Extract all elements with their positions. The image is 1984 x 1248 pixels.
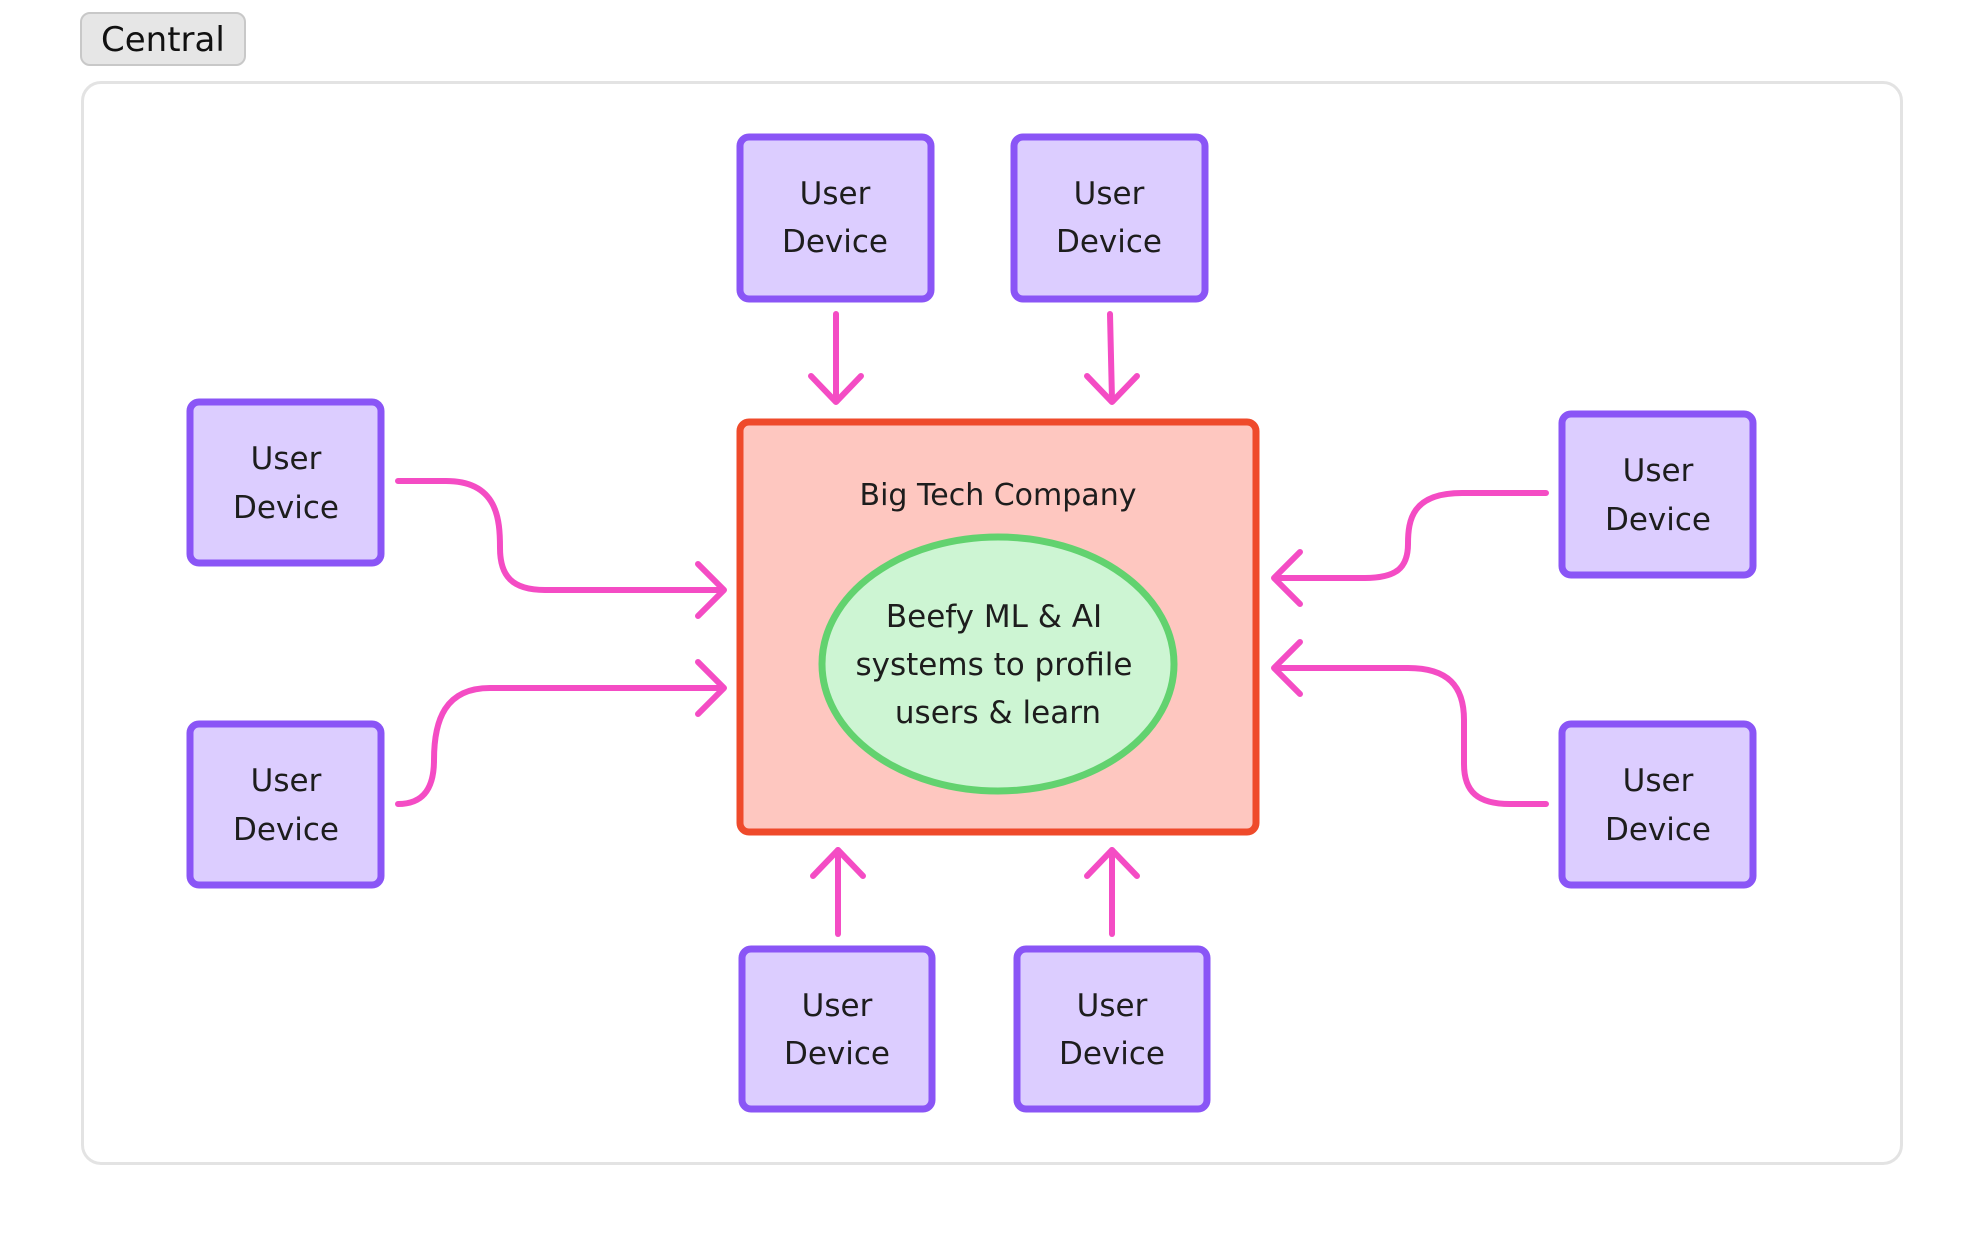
ml-core-ellipse <box>818 533 1178 795</box>
device-label-line-1: User <box>1077 988 1148 1024</box>
arrow-top-left <box>808 311 864 405</box>
device-label-line-1: User <box>1623 763 1694 799</box>
device-label-line-1: User <box>800 176 871 212</box>
device-box <box>186 398 385 567</box>
arrow-left-upper <box>395 478 727 619</box>
device-label-line-1: User <box>802 988 873 1024</box>
device-node-right-lower[interactable]: User Device <box>1558 720 1757 889</box>
arrow-right-lower <box>1271 639 1549 807</box>
device-label-line-1: User <box>1074 176 1145 212</box>
device-box <box>1010 133 1209 303</box>
company-label: Big Tech Company <box>860 478 1137 513</box>
arrow-left-lower <box>395 659 727 807</box>
device-box <box>736 133 935 303</box>
device-label-line-1: User <box>1623 453 1694 489</box>
ml-core-line-1: Beefy ML & AI <box>886 599 1102 635</box>
arrow-right-upper <box>1271 490 1549 607</box>
device-label-line-1: User <box>251 763 322 799</box>
device-label-line-2: Device <box>233 812 339 848</box>
arrow-top-right <box>1084 311 1140 405</box>
device-node-bottom-left[interactable]: User Device <box>738 945 936 1113</box>
device-label-line-2: Device <box>784 1036 890 1072</box>
device-box <box>186 720 385 889</box>
device-node-left-lower[interactable]: User Device <box>186 720 385 889</box>
device-label-line-2: Device <box>782 224 888 260</box>
ml-core-line-2: systems to profile <box>856 647 1133 683</box>
device-label-line-2: Device <box>233 490 339 526</box>
frame-label[interactable]: Central <box>80 12 246 66</box>
device-box <box>1558 720 1757 889</box>
device-label-line-2: Device <box>1605 812 1711 848</box>
arrow-bottom-left <box>810 847 866 937</box>
device-label-line-2: Device <box>1056 224 1162 260</box>
device-node-left-upper[interactable]: User Device <box>186 398 385 567</box>
device-box <box>738 945 936 1113</box>
device-label-line-2: Device <box>1605 502 1711 538</box>
device-node-top-left[interactable]: User Device <box>736 133 935 303</box>
device-box <box>1013 945 1211 1113</box>
connectors <box>395 311 1549 937</box>
arrow-bottom-right <box>1084 847 1140 937</box>
device-node-bottom-right[interactable]: User Device <box>1013 945 1211 1113</box>
company-node[interactable]: Big Tech Company Beefy ML & AI systems t… <box>736 418 1260 836</box>
device-node-top-right[interactable]: User Device <box>1010 133 1209 303</box>
device-node-right-upper[interactable]: User Device <box>1558 410 1757 579</box>
device-label-line-1: User <box>251 441 322 477</box>
device-label-line-2: Device <box>1059 1036 1165 1072</box>
device-box <box>1558 410 1757 579</box>
ml-core-line-3: users & learn <box>895 695 1101 731</box>
